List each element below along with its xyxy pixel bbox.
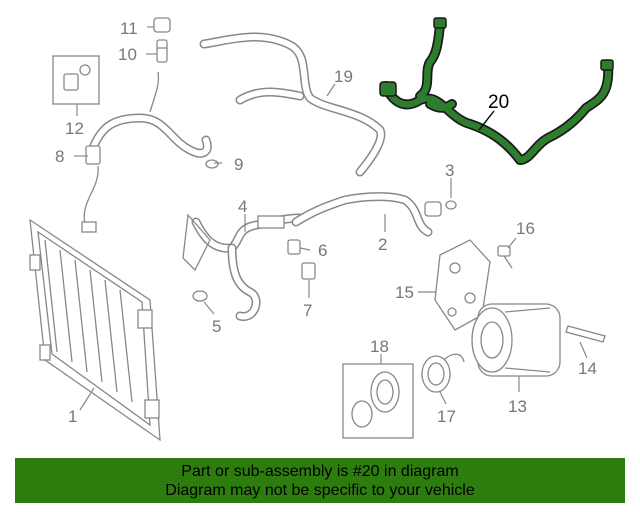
- valve-part-10[interactable]: [156, 39, 168, 63]
- label-part-4: 4: [238, 197, 247, 216]
- label-part-7: 7: [303, 301, 312, 320]
- coil-part-17[interactable]: [421, 353, 465, 393]
- part-labels: 1 2 3 4 5 6 7 8 9 10 11 12 13 14 15 16 1…: [55, 19, 597, 426]
- label-part-18: 18: [370, 337, 389, 356]
- label-part-5: 5: [212, 317, 221, 336]
- o-ring-part-9[interactable]: [205, 159, 219, 169]
- leader-lines: [74, 26, 588, 411]
- label-part-19: 19: [334, 67, 353, 86]
- cap-part-11[interactable]: [153, 17, 171, 33]
- compressor-part-13[interactable]: [471, 303, 561, 377]
- label-part-6: 6: [318, 241, 327, 260]
- label-part-17: 17: [437, 407, 456, 426]
- label-part-12: 12: [65, 119, 84, 138]
- label-part-15: 15: [395, 283, 414, 302]
- bolt-part-14[interactable]: [565, 325, 606, 343]
- label-part-2: 2: [378, 235, 387, 254]
- label-part-16: 16: [516, 219, 535, 238]
- hose-part-19[interactable]: [199, 32, 386, 177]
- fitting-part-7[interactable]: [301, 262, 316, 280]
- info-banner: Part or sub-assembly is #20 in diagram D…: [15, 458, 625, 503]
- label-part-10: 10: [118, 45, 137, 64]
- label-part-14: 14: [578, 359, 597, 378]
- banner-line-1: Part or sub-assembly is #20 in diagram: [181, 463, 459, 480]
- hose-part-8[interactable]: [81, 71, 212, 233]
- clutch-part-18[interactable]: [342, 363, 414, 439]
- hose-part-2[interactable]: [291, 192, 442, 237]
- bolt-part-16[interactable]: [497, 245, 513, 269]
- label-part-8: 8: [55, 147, 64, 166]
- label-part-1: 1: [68, 407, 77, 426]
- label-part-3: 3: [445, 161, 454, 180]
- switch-part-12[interactable]: [52, 55, 100, 105]
- sensor-part-6[interactable]: [287, 239, 301, 255]
- condenser-part-1[interactable]: [29, 218, 161, 442]
- label-part-11: 11: [120, 19, 138, 38]
- banner-line-2: Diagram may not be specific to your vehi…: [165, 482, 475, 499]
- label-part-9: 9: [234, 155, 243, 174]
- parts-diagram: 1 2 3 4 5 6 7 8 9 10 11 12 13 14 15 16 1…: [29, 17, 614, 442]
- hose-part-20[interactable]: [379, 17, 614, 165]
- o-ring-part-3[interactable]: [445, 200, 457, 210]
- hose-part-4[interactable]: [182, 213, 305, 321]
- o-ring-part-5[interactable]: [192, 290, 208, 302]
- label-part-13: 13: [508, 397, 527, 416]
- label-part-20: 20: [488, 92, 509, 113]
